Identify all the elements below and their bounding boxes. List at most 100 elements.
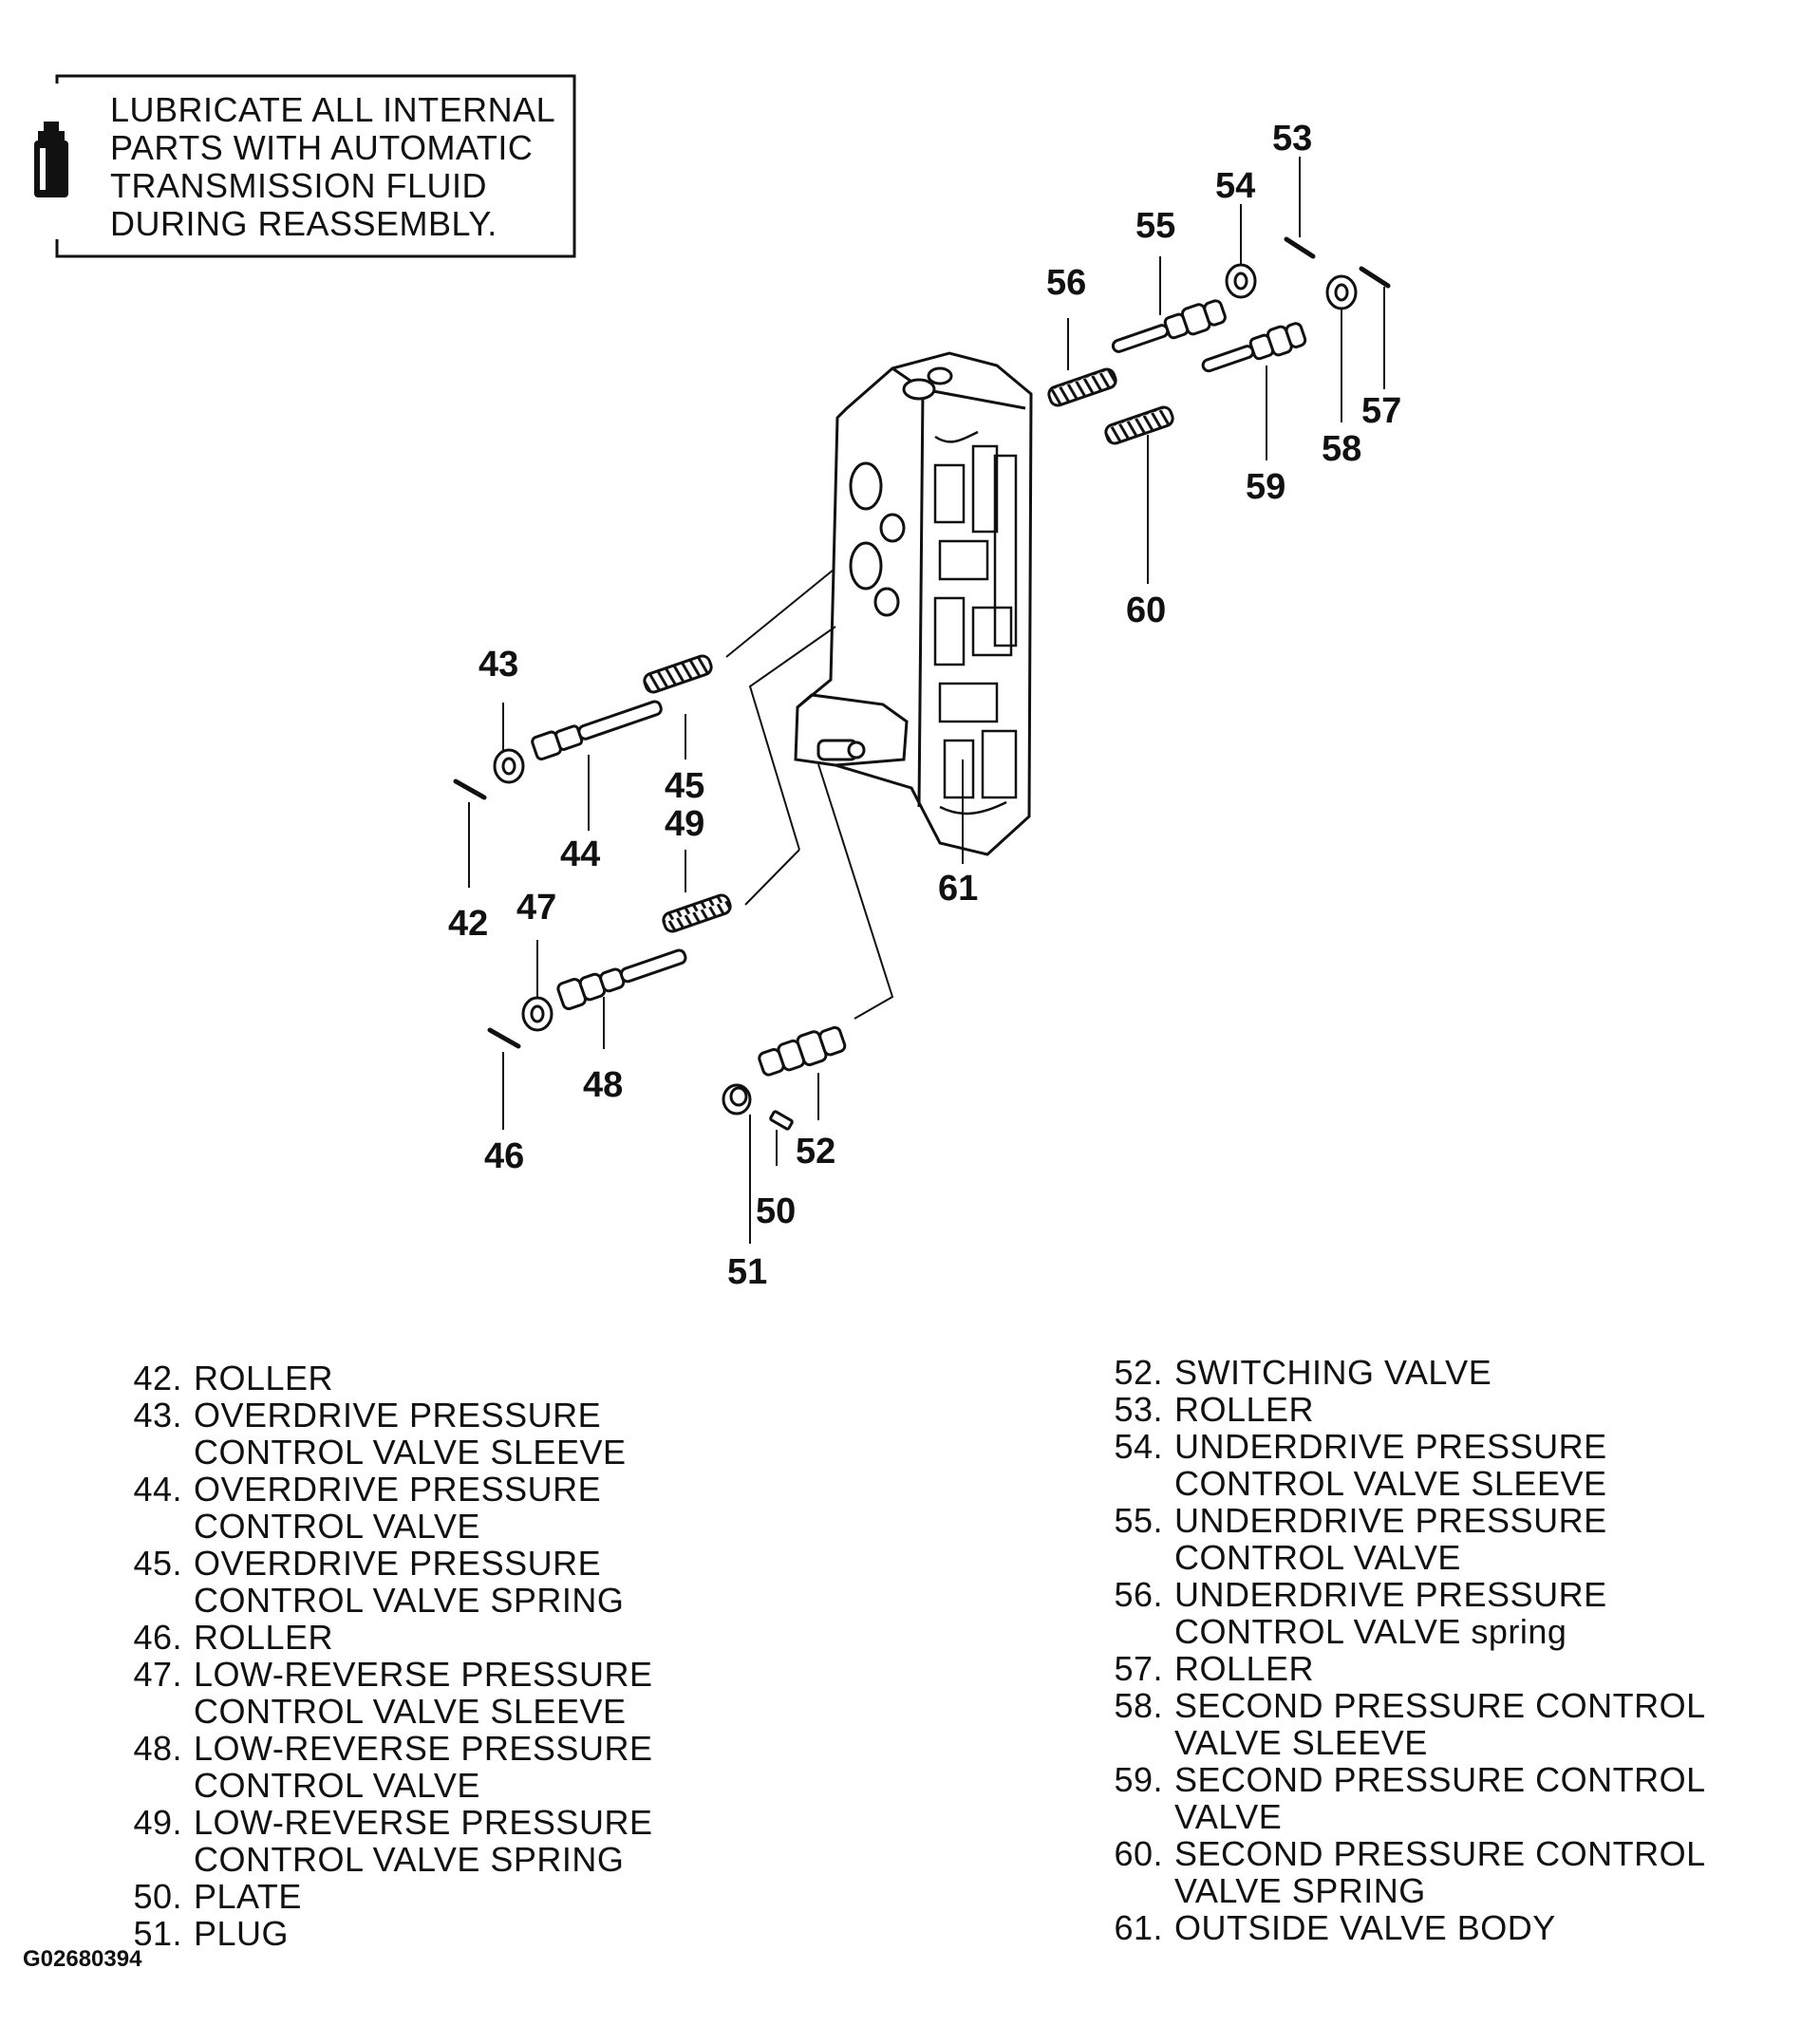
legend-description: PLATE [194,1877,302,1916]
callout-58: 58 [1322,429,1361,469]
spring-60 [1104,405,1174,445]
oil-can-icon [34,122,68,197]
figure-id: G02680394 [23,1946,142,1972]
legend-description: ROLLER [194,1359,334,1397]
callout-52: 52 [796,1132,835,1172]
outside-valve-body-61 [794,351,1033,856]
legend-item: 60. SECOND PRESSURE CONTROL VALVE SPRING [1097,1835,1706,1909]
note-line-2: PARTS WITH AUTOMATIC [110,128,533,167]
legend-item: 51. PLUG [116,1915,652,1952]
roller-42 [453,778,487,800]
legend-item: 55.UNDERDRIVE PRESSURE CONTROL VALVE [1097,1502,1706,1576]
legend-item: 53. ROLLER [1097,1391,1706,1428]
legend-item: 57. ROLLER [1097,1650,1706,1687]
legend-number: 48. [133,1729,182,1768]
valve-48 [556,948,687,1011]
legend-description: SECOND PRESSURE CONTROL VALVE SPRING [1174,1834,1706,1910]
legend-number: 46. [133,1618,182,1657]
legend-description: ROLLER [1174,1390,1315,1429]
callout-60: 60 [1126,591,1166,630]
legend-item: 59. SECOND PRESSURE CONTROL VALVE [1097,1761,1706,1835]
legend-number: 42. [133,1359,182,1397]
roller-46 [487,1027,521,1049]
legend-item: 54. UNDERDRIVE PRESSURE CONTROL VALVE SLE… [1097,1428,1706,1502]
legend-description: ROLLER [1174,1649,1315,1688]
legend-number: 47. [133,1655,182,1694]
legend-description: OUTSIDE VALVE BODY [1174,1908,1556,1947]
legend-description: OVERDRIVE PRESSURE CONTROL VALVE [194,1470,602,1546]
legend-number: 45. [133,1544,182,1583]
callout-45: 45 [665,766,704,806]
callout-50: 50 [756,1191,796,1231]
spring-49 [662,893,732,933]
leader-lines [468,157,1385,1244]
legend-description: UNDERDRIVE PRESSURE CONTROL VALVE [1174,1501,1607,1577]
callout-51: 51 [727,1252,767,1292]
legend-description: LOW-REVERSE PRESSURE CONTROL VALVE SLEEV… [194,1655,653,1731]
plate-50 [769,1110,794,1131]
legend-item: 49. LOW-REVERSE PRESSURE CONTROL VALVE SP… [116,1804,652,1878]
spring-45 [643,654,713,694]
callout-59: 59 [1246,467,1285,507]
legend-number: 44. [133,1470,182,1509]
valve-55 [1111,299,1227,353]
springs [643,367,1174,933]
legend-item: 52. SWITCHING VALVE [1097,1354,1706,1391]
legend-number: 60. [1114,1834,1163,1873]
roller-53 [1284,236,1316,259]
callout-55: 55 [1135,206,1175,246]
legend-item: 44. OVERDRIVE PRESSURE CONTROL VALVE [116,1471,652,1545]
legend-number: 54. [1114,1427,1163,1466]
legend-description: SECOND PRESSURE CONTROL VALVE SLEEVE [1174,1686,1706,1762]
callout-61: 61 [938,869,978,909]
legend-description: LOW-REVERSE PRESSURE CONTROL VALVE SPRIN… [194,1803,653,1879]
legend-number: 57. [1114,1649,1163,1688]
legend-number: 49. [133,1803,182,1842]
legend-item: 47. LOW-REVERSE PRESSURE CONTROL VALVE SL… [116,1656,652,1730]
legend-item: 42. ROLLER [116,1360,652,1397]
callout-57: 57 [1361,391,1401,431]
legend-item: 46.ROLLER [116,1619,652,1656]
callout-53: 53 [1272,119,1312,159]
legend-item: 48. LOW-REVERSE PRESSURE CONTROL VALVE [116,1730,652,1804]
callout-numbers: 42 43 44 45 46 47 48 49 50 51 52 53 54 5… [448,119,1401,1292]
legend-number: 59. [1114,1760,1163,1799]
legend-number: 50. [133,1877,182,1916]
exploded-view-diagram: LUBRICATE ALL INTERNAL PARTS WITH AUTOMA… [34,74,1401,1292]
legend-number: 52. [1114,1353,1163,1392]
callout-42: 42 [448,904,488,944]
callout-44: 44 [560,834,600,874]
legend-number: 53. [1114,1390,1163,1429]
legend-right: 52. SWITCHING VALVE 53. ROLLER 54. UNDERDRIVE… [1097,1354,1706,1946]
legend-description: SWITCHING VALVE [1174,1353,1492,1392]
legend-number: 56. [1114,1575,1163,1614]
legend-description: SECOND PRESSURE CONTROL VALVE [1174,1760,1706,1836]
spring-56 [1047,367,1117,407]
note-line-3: TRANSMISSION FLUID [110,166,487,205]
sleeves [493,263,1358,1131]
legend-description: OVERDRIVE PRESSURE CONTROL VALVE SPRING [194,1544,625,1620]
legend-number: 58. [1114,1686,1163,1725]
callout-49: 49 [665,804,704,844]
callout-43: 43 [478,645,518,684]
valve-59 [1201,322,1307,373]
legend-item: 45. OVERDRIVE PRESSURE CONTROL VALVE SPRI… [116,1545,652,1619]
callout-46: 46 [484,1136,524,1176]
callout-54: 54 [1215,166,1255,206]
legend-item: 50. PLATE [116,1878,652,1915]
roller-57 [1359,266,1391,289]
legend-description: PLUG [194,1914,290,1953]
legend-item: 56. UNDERDRIVE PRESSURE CONTROL VALVE spr… [1097,1576,1706,1650]
note-line-1: LUBRICATE ALL INTERNAL [110,90,555,129]
legend-description: LOW-REVERSE PRESSURE CONTROL VALVE [194,1729,653,1805]
valve-52 [758,1025,847,1077]
legend-item: 61. OUTSIDE VALVE BODY [1097,1909,1706,1946]
legend-description: UNDERDRIVE PRESSURE CONTROL VALVE SLEEVE [1174,1427,1607,1503]
legend-item: 43.OVERDRIVE PRESSURE CONTROL VALVE SLEE… [116,1397,652,1471]
legend-number: 61. [1114,1908,1163,1947]
legend-description: UNDERDRIVE PRESSURE CONTROL VALVE spring [1174,1575,1607,1651]
valves [531,299,1307,1077]
legend-number: 51. [133,1914,182,1953]
note-line-4: DURING REASSEMBLY. [110,204,497,243]
